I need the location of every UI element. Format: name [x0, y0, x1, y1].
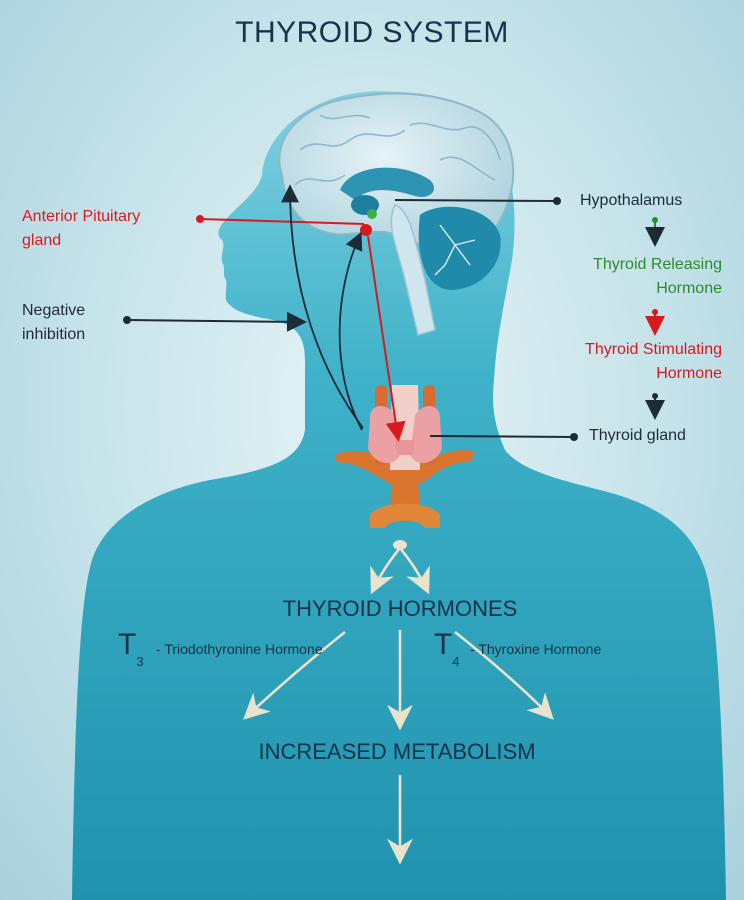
connector-lines — [123, 184, 665, 442]
t3-symbol: T — [118, 628, 137, 661]
anterior-pituitary-label-line2: gland — [22, 232, 62, 249]
t3-subscript: 3 — [136, 654, 144, 669]
hypothalamus-label: Hypothalamus — [580, 192, 683, 209]
tsh-label-line2: Hormone — [656, 365, 722, 382]
negative-inhibition-label-line1: Negative — [22, 302, 86, 319]
thyroid-illustration — [335, 385, 475, 528]
thyroid-hormones-heading: THYROID HORMONES — [282, 596, 518, 621]
t3-item: T3 - Triodothyronine Hormone — [118, 628, 323, 669]
t4-description: - Thyroxine Hormone — [470, 641, 602, 657]
increased-metabolism-label: INCREASED METABOLISM — [258, 739, 536, 764]
t4-item: T4 - Thyroxine Hormone — [434, 628, 602, 669]
trh-label-line2: Hormone — [656, 280, 722, 297]
page-title: THYROID SYSTEM — [235, 16, 509, 49]
trh-label-line1: Thyroid Releasing — [593, 256, 722, 273]
brain — [278, 92, 515, 336]
hormone-arrows — [243, 540, 554, 865]
negative-inhibition-label-line2: inhibition — [22, 326, 86, 343]
t4-subscript: 4 — [452, 654, 460, 669]
tsh-label-line1: Thyroid Stimulating — [585, 341, 722, 358]
t4-symbol: T — [434, 628, 453, 661]
thyroid-gland-label: Thyroid gland — [589, 427, 686, 444]
t3-description: - Triodothyronine Hormone — [156, 641, 323, 657]
anterior-pituitary-label-line1: Anterior Pituitary — [22, 208, 141, 225]
